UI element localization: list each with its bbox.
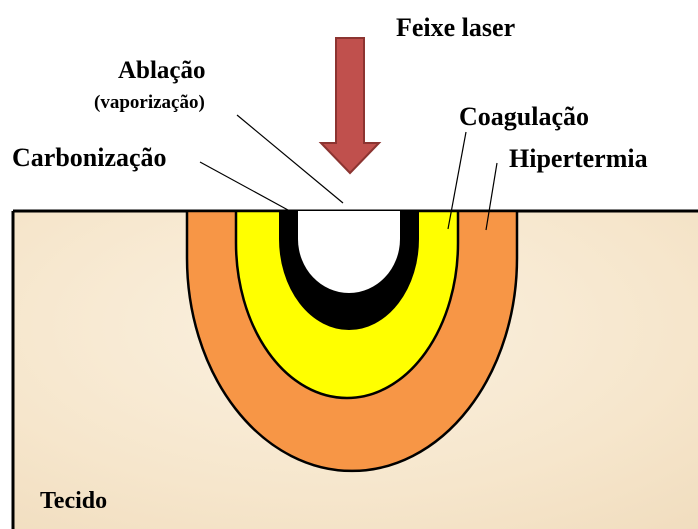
carbonization-leader-line: [200, 162, 288, 210]
coagulation-label: Coagulação: [459, 102, 589, 131]
tissue-label: Tecido: [40, 488, 107, 514]
hyperthermia-label: Hipertermia: [509, 144, 648, 173]
ablation-leader-line: [237, 115, 343, 203]
down-arrow-icon: [321, 38, 379, 173]
carbonization-label: Carbonização: [12, 143, 167, 172]
vaporization-label: (vaporização): [94, 92, 205, 113]
laser-beam-label: Feixe laser: [396, 13, 515, 42]
ablation-label: Ablação: [118, 57, 206, 84]
